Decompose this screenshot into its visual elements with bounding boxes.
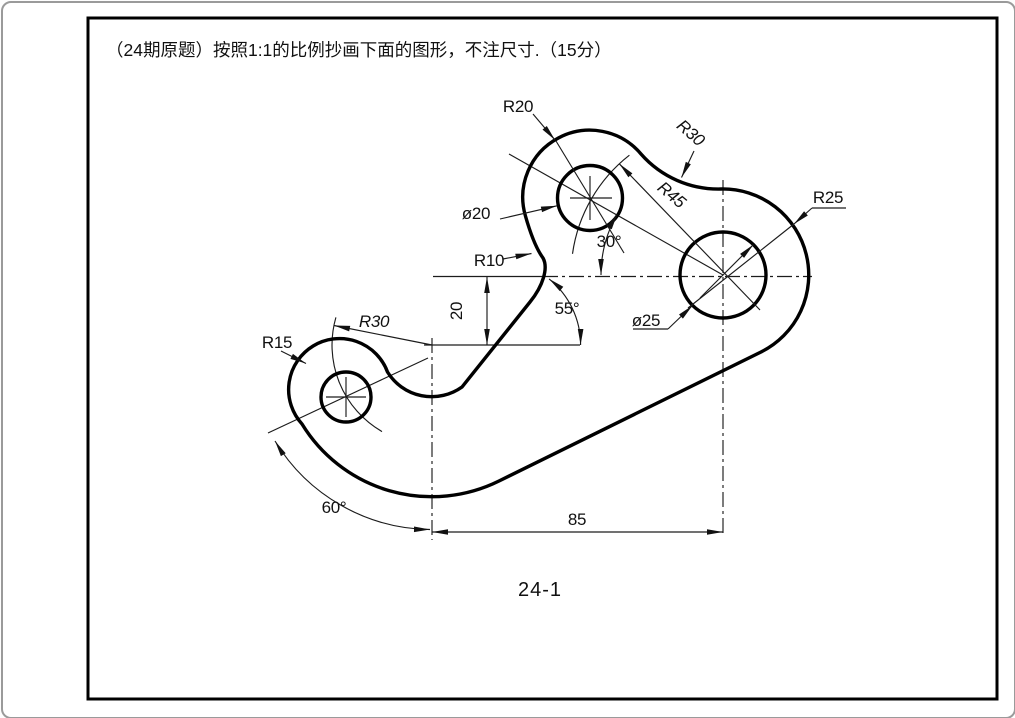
hole-top (555, 163, 625, 233)
drawing-frame (86, 16, 999, 701)
dim-r10: R10 (474, 251, 504, 270)
dim-angle55: 55° (555, 299, 580, 318)
part-outline (287, 128, 811, 499)
hole-left (319, 370, 373, 424)
dim-r20: R20 (503, 97, 533, 116)
dim-angle30: 30° (597, 232, 622, 251)
dim-len85: 85 (568, 510, 586, 529)
dim-len20: 20 (447, 302, 466, 320)
dim-r15: R15 (262, 333, 292, 352)
exercise-title: （24期原题）按照1:1的比例抄画下面的图形，不注尺寸.（15分） (106, 40, 612, 60)
dim-dia20: ø20 (462, 204, 490, 223)
hole-right (678, 230, 768, 320)
dim-angle60: 60° (322, 498, 347, 517)
dim-dia25: ø25 (632, 311, 660, 330)
dim-r25: R25 (813, 188, 843, 207)
figure-caption: 24-1 (518, 579, 562, 601)
dim-r30-left: R30 (359, 312, 390, 331)
